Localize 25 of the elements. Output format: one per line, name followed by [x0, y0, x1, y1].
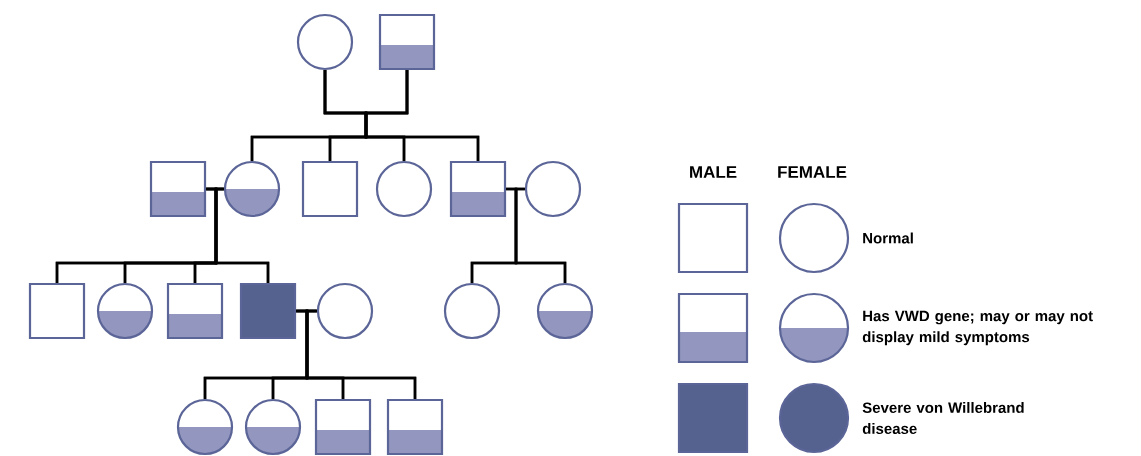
circle-symbol — [96, 282, 154, 340]
square-symbol — [301, 160, 359, 218]
legend-text: Has VWD gene; may or may not display mild symptoms — [862, 310, 1093, 346]
square-symbol — [386, 398, 444, 456]
circle-symbol — [223, 160, 281, 218]
square-symbol — [149, 160, 207, 218]
circle-symbol — [375, 160, 433, 218]
circle-symbol — [244, 398, 302, 456]
square-symbol — [314, 398, 372, 456]
column-header: MALE — [690, 166, 737, 178]
square-symbol — [28, 282, 86, 340]
circle-symbol — [443, 282, 501, 340]
column-header: FEMALE — [778, 166, 847, 178]
circle-symbol — [524, 160, 582, 218]
square-symbol — [239, 282, 297, 340]
circle-symbol — [176, 398, 234, 456]
legend-text: Normal — [863, 232, 913, 244]
square-symbol — [378, 13, 436, 71]
circle-symbol — [296, 13, 354, 71]
circle-symbol — [536, 282, 594, 340]
legend-text: Severe von Willebrand disease — [862, 402, 1024, 434]
square-symbol — [166, 282, 224, 340]
circle-symbol — [316, 282, 374, 340]
square-symbol — [449, 160, 507, 218]
pedigree-line — [364, 70, 480, 161]
